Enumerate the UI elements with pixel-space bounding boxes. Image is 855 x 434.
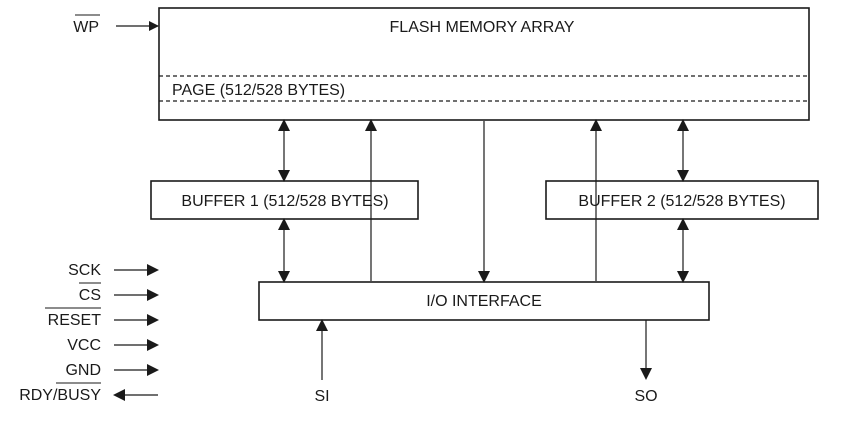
pin-reset-label: RESET: [48, 312, 102, 329]
pin-busy-label: BUSY: [57, 387, 101, 404]
flash-memory-array-title: FLASH MEMORY ARRAY: [390, 19, 575, 36]
pin-wp-label: WP: [73, 19, 99, 36]
pin-vcc-label: VCC: [67, 337, 101, 354]
page-label: PAGE (512/528 BYTES): [172, 82, 345, 99]
buffer-2-label: BUFFER 2 (512/528 BYTES): [578, 193, 785, 210]
pin-rdy-busy-label: RDY/BUSY: [19, 387, 101, 404]
pin-gnd-label: GND: [65, 362, 101, 379]
pin-sck-label: SCK: [68, 262, 101, 279]
pin-cs-label: CS: [79, 287, 101, 304]
buffer-1-label: BUFFER 1 (512/528 BYTES): [181, 193, 388, 210]
so-label: SO: [634, 388, 657, 405]
pin-rdy-label: RDY/: [19, 387, 58, 404]
io-interface-box: [258, 281, 710, 321]
io-interface-label: I/O INTERFACE: [426, 293, 542, 310]
si-label: SI: [314, 388, 329, 405]
